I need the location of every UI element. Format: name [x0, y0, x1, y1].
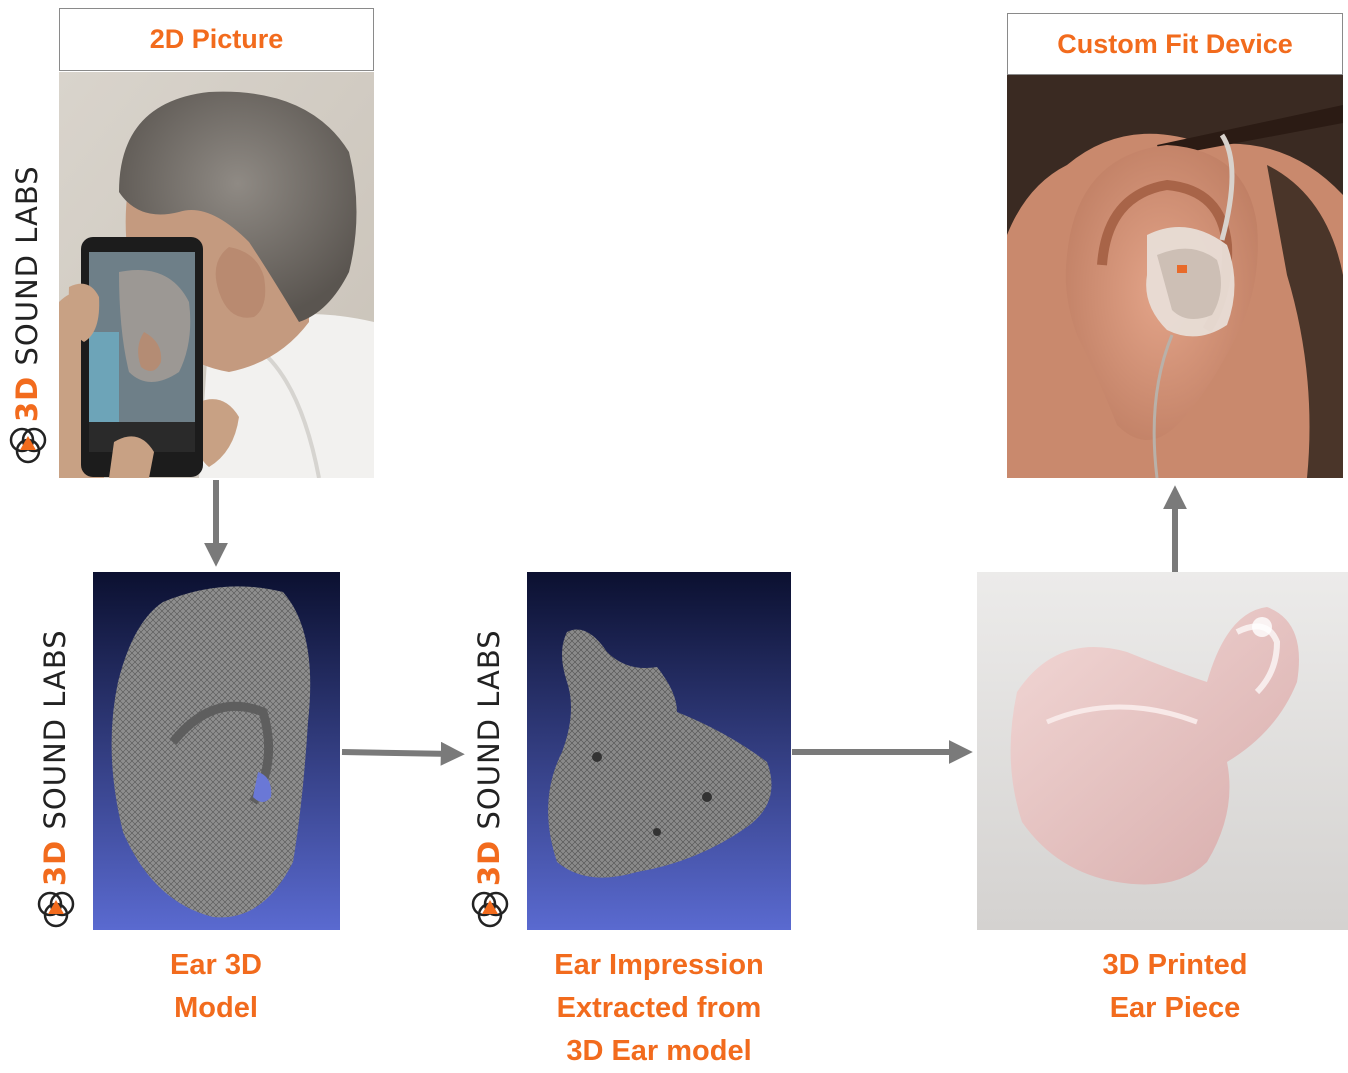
caption-ear-impression: Ear Impression Extracted from 3D Ear mod…: [519, 944, 799, 1073]
caption-line: Extracted from: [519, 987, 799, 1030]
caption-line: Ear 3D: [106, 944, 326, 987]
caption-line: Model: [106, 987, 326, 1030]
caption-ear-3d-model: Ear 3D Model: [106, 944, 326, 1030]
caption-printed-ear-piece: 3D Printed Ear Piece: [1055, 944, 1295, 1030]
arrow-model-to-impression: [342, 752, 454, 754]
caption-line: Ear Piece: [1055, 987, 1295, 1030]
caption-line: 3D Printed: [1055, 944, 1295, 987]
caption-line: Ear Impression: [519, 944, 799, 987]
